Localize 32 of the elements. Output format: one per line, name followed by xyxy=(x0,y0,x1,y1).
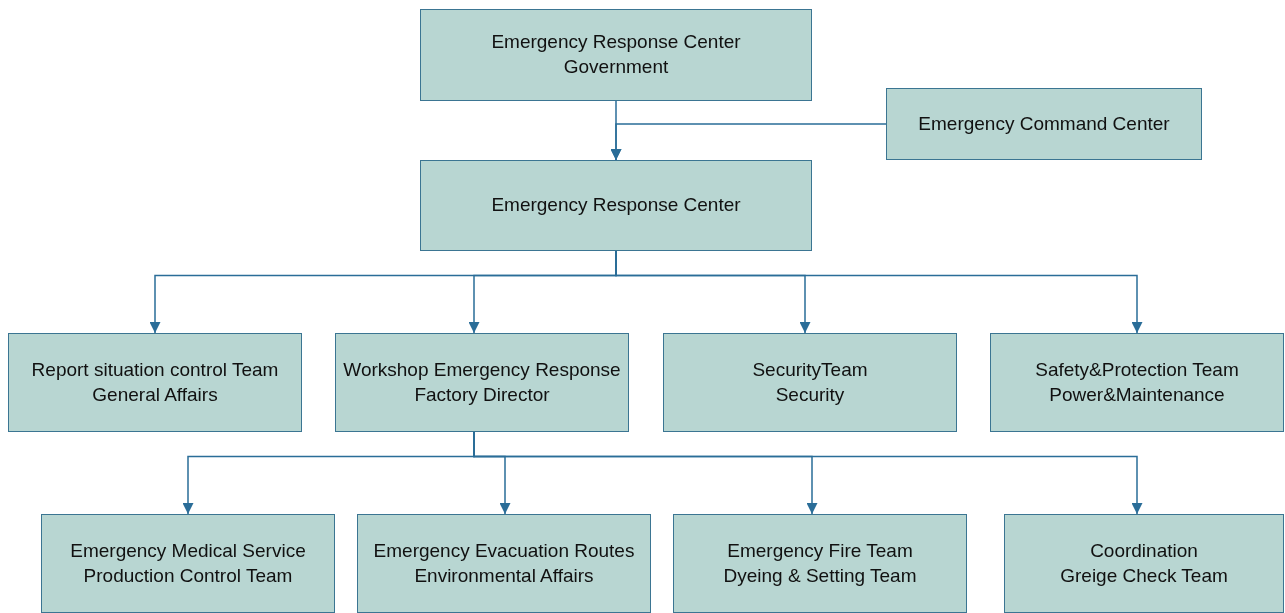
org-box xyxy=(41,514,335,613)
box-title: Workshop Emergency Response xyxy=(343,357,621,382)
box-subtitle: Government xyxy=(563,55,669,79)
box-subtitle: Greige Check Team xyxy=(1060,563,1228,588)
box-title: Emergency Response Center xyxy=(491,193,741,218)
org-box xyxy=(673,514,967,613)
box-title: Coordination xyxy=(1090,538,1198,563)
box-subtitle: Dyeing & Setting Team xyxy=(723,563,917,588)
box-title: Emergency Command Center xyxy=(918,111,1170,136)
box-subtitle: Security xyxy=(775,382,845,407)
org-box xyxy=(886,88,1202,160)
org-box xyxy=(335,333,629,432)
org-box xyxy=(420,9,812,101)
box-subtitle: Factory Director xyxy=(414,382,550,407)
box-title: SecurityTeam xyxy=(752,357,868,382)
org-box xyxy=(663,333,957,432)
org-box xyxy=(990,333,1284,432)
box-title: Emergency Medical Service xyxy=(70,538,306,563)
box-title: Emergency Response Center xyxy=(491,30,741,55)
org-box xyxy=(357,514,651,613)
box-title: Emergency Evacuation Routes xyxy=(373,538,635,563)
box-subtitle: Power&Maintenance xyxy=(1049,382,1225,407)
org-box xyxy=(420,160,812,251)
box-title: Emergency Fire Team xyxy=(727,538,913,563)
box-subtitle: General Affairs xyxy=(92,382,218,407)
box-title: Safety&Protection Team xyxy=(1035,357,1239,382)
box-title: Report situation control Team xyxy=(31,357,279,382)
box-subtitle: Environmental Affairs xyxy=(414,563,594,588)
box-subtitle: Production Control Team xyxy=(83,563,293,588)
org-box xyxy=(8,333,302,432)
org-box xyxy=(1004,514,1284,613)
connector-arrow xyxy=(610,123,887,161)
